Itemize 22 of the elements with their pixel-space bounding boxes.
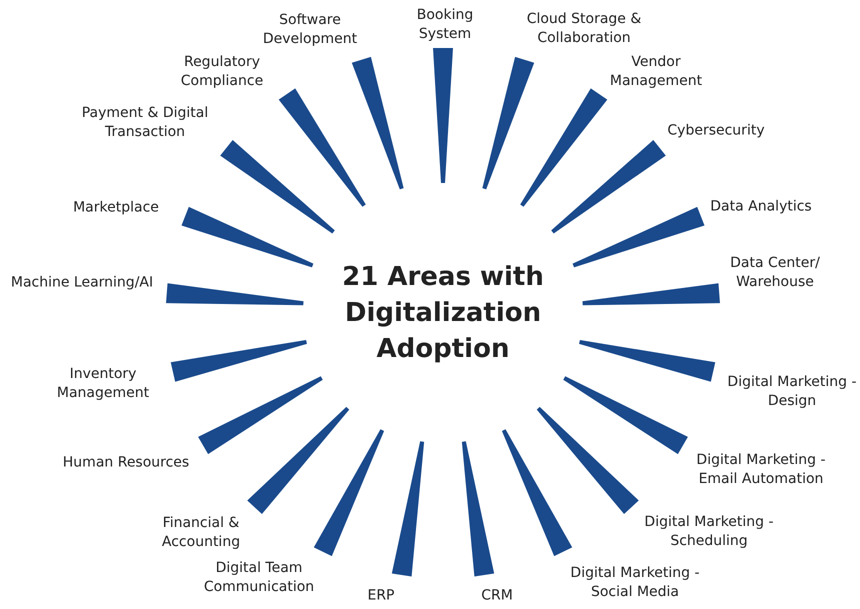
area-label: Machine Learning/AI <box>0 274 167 292</box>
area-label: ERP <box>351 586 411 606</box>
area-label: Digital Marketing - Scheduling <box>634 513 784 551</box>
area-label: Cloud Storage & Collaboration <box>514 10 654 48</box>
area-label: Marketplace <box>56 198 176 218</box>
area-label: Digital Marketing - Social Media <box>560 564 710 602</box>
area-label: Cybersecurity <box>646 122 786 140</box>
area-label: Human Resources <box>46 454 206 472</box>
area-label: Booking System <box>395 6 495 44</box>
area-label: Financial & Accounting <box>146 514 256 552</box>
area-label: Vendor Management <box>601 53 711 91</box>
area-label: Data Analytics <box>691 198 831 216</box>
area-label: Digital Marketing - Design <box>717 373 860 411</box>
area-label: Digital Marketing - Email Automation <box>681 451 841 489</box>
area-label: CRM <box>467 586 527 606</box>
area-label: Digital Team Communication <box>189 559 329 597</box>
area-label: Data Center/ Warehouse <box>720 254 830 292</box>
area-label: Regulatory Compliance <box>167 53 277 91</box>
area-label: Inventory Management <box>48 365 158 403</box>
center-title: 21 Areas with Digitalization Adoption <box>341 261 545 366</box>
area-label: Payment & Digital Transaction <box>70 104 220 142</box>
area-label: Software Development <box>255 11 365 49</box>
